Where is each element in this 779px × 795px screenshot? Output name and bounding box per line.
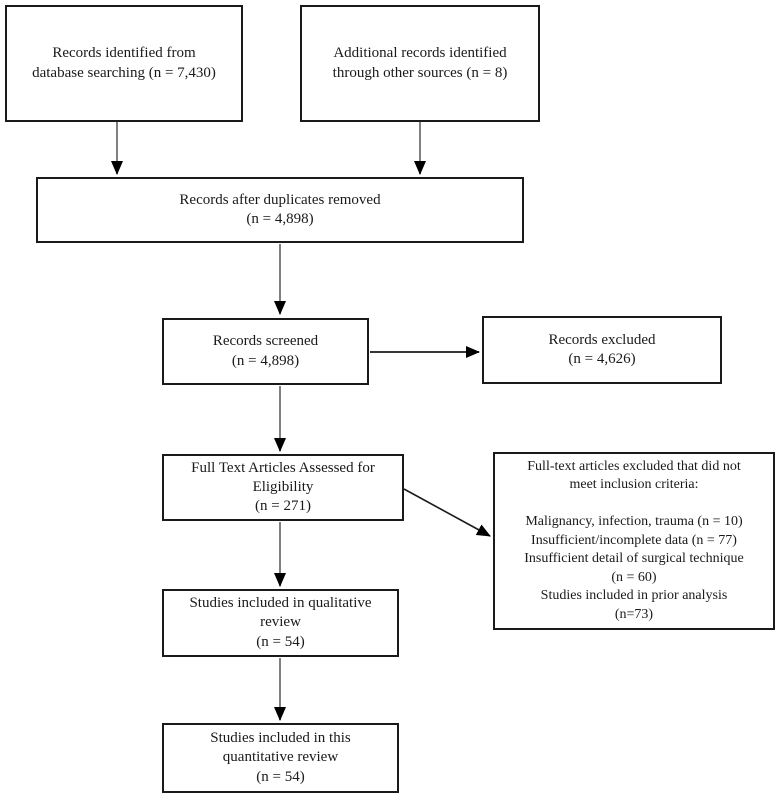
box-fulltext-excluded: Full-text articles excluded that did not… [493,452,775,630]
box-records-after-duplicates: Records after duplicates removed (n = 4,… [36,177,524,243]
box-fulltext-assessed: Full Text Articles Assessed for Eligibil… [162,454,404,521]
box-qualitative-review: Studies included in qualitative review (… [162,589,399,657]
box-additional-records: Additional records identified through ot… [300,5,540,122]
box-records-excluded: Records excluded (n = 4,626) [482,316,722,384]
box-quantitative-review: Studies included in this quantitative re… [162,723,399,793]
box-records-identified: Records identified from database searchi… [5,5,243,122]
box-records-screened: Records screened (n = 4,898) [162,318,369,385]
arrow-fulltext-to-ft-excluded [403,488,491,537]
